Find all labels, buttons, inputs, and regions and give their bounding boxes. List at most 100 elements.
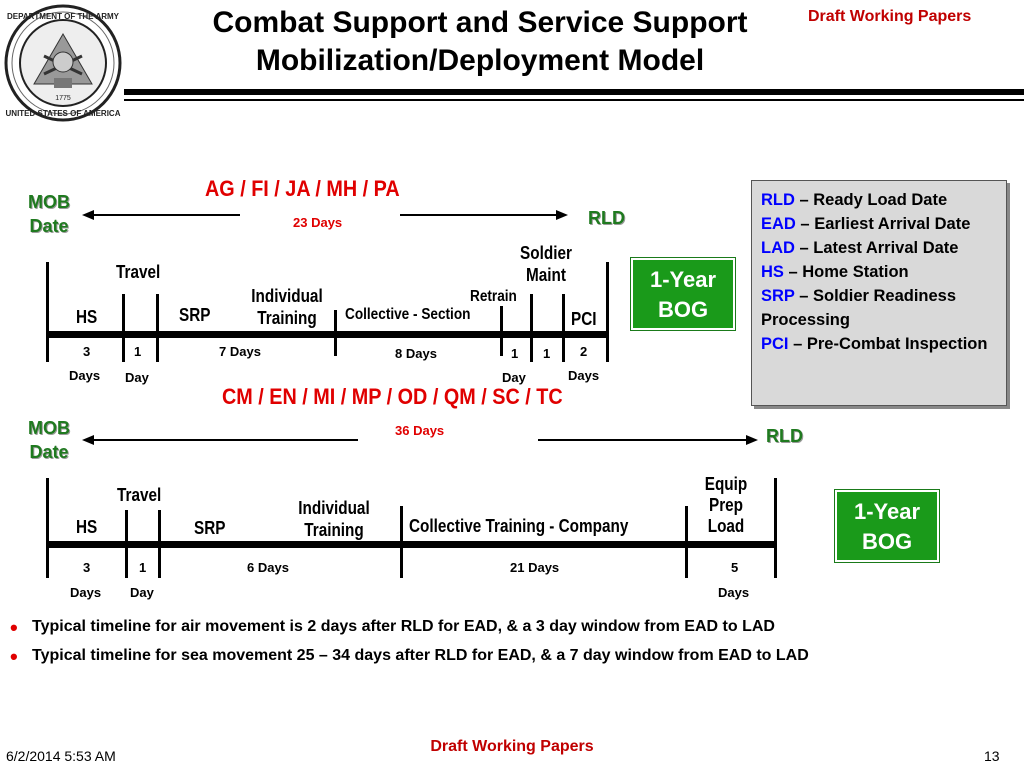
duration-collective: 8 Days [395, 346, 437, 361]
date-label: Date [29, 216, 69, 236]
legend-item-pci: PCI – Pre-Combat Inspection [761, 335, 988, 353]
phase-retrain: Retrain [470, 288, 517, 305]
duration-individual: 7 Days [219, 344, 261, 359]
soldier-label: Soldier [520, 243, 572, 263]
timeline-1-end-tick [606, 262, 609, 362]
duration-hs: 3 [83, 344, 91, 359]
phase-travel: Travel [117, 485, 162, 505]
phase-soldier-maint: Soldier Maint [512, 242, 580, 286]
timeline-1-tick [500, 306, 503, 356]
timeline-1-tick [530, 294, 533, 362]
timeline-2-total-days: 36 Days [395, 423, 445, 438]
timeline-1-bar [48, 331, 608, 338]
prep-label: Prep [708, 495, 744, 515]
duration-hs: 3 [83, 560, 91, 575]
timeline-1-span-arrow [82, 210, 568, 220]
phase-srp: SRP [194, 518, 226, 538]
timeline-1-mob-date: MOB Date [28, 190, 70, 238]
legend-item-lad: LAD – Latest Arrival Date [761, 239, 959, 257]
equip-label: Equip [704, 474, 748, 494]
phase-individual-training: Individual Training [245, 285, 330, 329]
duration-hs-unit: Days [69, 368, 101, 383]
training-label: Training [257, 308, 317, 328]
duration-collective: 21 Days [510, 560, 560, 575]
timeline-2-mob-date: MOB Date [28, 416, 70, 464]
bullet-dot-icon: • [10, 644, 18, 669]
phase-individual-training: Individual Training [292, 497, 377, 541]
phase-srp: SRP [179, 305, 211, 325]
timeline-1-tick [562, 294, 565, 362]
svg-text:DEPARTMENT OF THE ARMY: DEPARTMENT OF THE ARMY [7, 12, 120, 21]
timeline-2-rld: RLD [766, 426, 803, 446]
duration-pci: 2 [580, 344, 588, 359]
individual-label: Individual [298, 498, 370, 518]
draft-label-footer: Draft Working Papers [430, 738, 594, 755]
footer-date: 6/2/2014 5:53 AM [6, 748, 116, 764]
duration-maint: 1 [543, 346, 551, 361]
army-seal-logo: DEPARTMENT OF THE ARMY UNITED STATES OF … [4, 4, 122, 122]
timeline-2-tick [158, 510, 161, 578]
timeline-1-rld: RLD [588, 208, 625, 228]
duration-individual: 6 Days [247, 560, 289, 575]
abbreviation-legend: RLD – Ready Load Date EAD – Earliest Arr… [751, 180, 1007, 406]
bog-year-label: 1-Year [853, 499, 921, 524]
training-label: Training [304, 520, 364, 540]
timeline-1-start-tick [46, 262, 49, 362]
bullet-item: • Typical timeline for air movement is 2… [10, 615, 1020, 647]
timeline-1-tick [122, 294, 125, 362]
bog-label: BOG [861, 529, 913, 554]
page-title: Combat Support and Service Support Mobil… [150, 4, 810, 80]
timeline-2-branches: CM / EN / MI / MP / OD / QM / SC / TC [222, 384, 563, 409]
phase-collective-section: Collective - Section [345, 306, 471, 323]
timeline-1-total-days: 23 Days [293, 215, 343, 230]
load-label: Load [707, 516, 745, 536]
duration-pci-unit: Days [568, 368, 600, 383]
duration-retrain-unit: Day [502, 370, 526, 385]
timeline-2-tick [685, 506, 688, 578]
timeline-1-tick [334, 310, 337, 356]
header-divider-thick [124, 89, 1024, 95]
legend-item-ead: EAD – Earliest Arrival Date [761, 215, 971, 233]
bullet-item: • Typical timeline for sea movement 25 –… [10, 644, 1020, 676]
bullet-text: Typical timeline for sea movement 25 – 3… [32, 647, 809, 664]
bullet-list: • Typical timeline for air movement is 2… [10, 615, 1020, 676]
phase-hs: HS [76, 307, 98, 327]
timeline-1-tick [156, 294, 159, 362]
duration-equip: 5 [731, 560, 739, 575]
header-divider-thin [124, 99, 1024, 101]
svg-text:UNITED STATES OF AMERICA: UNITED STATES OF AMERICA [6, 109, 121, 118]
title-line-1: Combat Support and Service Support [212, 6, 748, 39]
timeline-2-tick [125, 510, 128, 578]
duration-travel: 1 [134, 344, 142, 359]
legend-item-rld: RLD – Ready Load Date [761, 191, 948, 209]
page-number: 13 [984, 748, 1000, 764]
svg-text:1775: 1775 [55, 95, 71, 102]
bog-label: BOG [657, 297, 709, 322]
timeline-1-bog-box: 1-Year BOG [630, 257, 736, 331]
individual-label: Individual [251, 286, 323, 306]
duration-travel-unit: Day [130, 585, 154, 600]
mob-label: MOB [28, 192, 70, 212]
phase-travel: Travel [116, 262, 161, 282]
bullet-text: Typical timeline for air movement is 2 d… [32, 618, 775, 635]
timeline-2-end-tick [774, 478, 777, 578]
phase-equip-prep-load: Equip Prep Load [695, 474, 756, 537]
timeline-2-start-tick [46, 478, 49, 578]
draft-label-top: Draft Working Papers [808, 8, 972, 25]
legend-item-hs: HS – Home Station [761, 263, 909, 281]
duration-travel-unit: Day [125, 370, 149, 385]
date-label: Date [29, 442, 69, 462]
timeline-2-span-arrow [82, 435, 758, 445]
legend-item-srp: SRP – Soldier Readiness Processing [761, 287, 957, 329]
timeline-1-branches: AG / FI / JA / MH / PA [205, 176, 400, 201]
title-line-2: Mobilization/Deployment Model [255, 44, 705, 77]
duration-equip-unit: Days [718, 585, 750, 600]
phase-collective-company: Collective Training - Company [409, 516, 629, 536]
duration-retrain: 1 [511, 346, 519, 361]
timeline-2-bar [48, 541, 776, 548]
maint-label: Maint [526, 265, 566, 285]
bullet-dot-icon: • [10, 615, 18, 640]
bog-year-label: 1-Year [649, 267, 717, 292]
mob-label: MOB [28, 418, 70, 438]
phase-pci: PCI [571, 309, 597, 329]
